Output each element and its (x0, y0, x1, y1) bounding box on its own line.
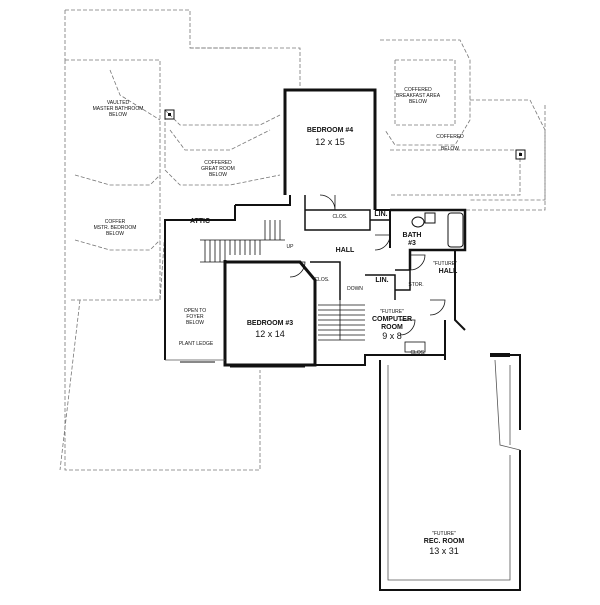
note-coffer-master: COFFER MSTR. BEDROOM BELOW (94, 219, 137, 237)
computer-room-tag: "FUTURE" (380, 309, 404, 315)
svg-text:BELOW: BELOW (106, 231, 124, 237)
rec-room-inner-walls (165, 359, 521, 581)
note-open-foyer: OPEN TO FOYER BELOW (184, 308, 206, 326)
svg-text:GREAT ROOM: GREAT ROOM (201, 166, 235, 172)
bath3-name: BATH (403, 232, 422, 239)
bath3-number: #3 (408, 240, 416, 247)
column-marker (515, 149, 526, 160)
bedroom3-size: 12 x 14 (255, 329, 285, 339)
computer-room-size: 9 x 8 (382, 331, 402, 341)
note-coffered-breakfast: COFFERED BREAKFAST AREA BELOW (396, 87, 441, 105)
column-marker (519, 153, 522, 156)
svg-text:MSTR. BEDROOM: MSTR. BEDROOM (94, 225, 137, 231)
svg-text:MASTER BATHROOM: MASTER BATHROOM (93, 106, 144, 112)
note-plant-ledge: PLANT LEDGE (179, 341, 214, 347)
bedroom4-name: BEDROOM #4 (307, 127, 353, 134)
svg-text:VAULTED: VAULTED (107, 100, 130, 106)
lin-label-top: LIN. (374, 211, 387, 218)
svg-text:BREAKFAST AREA: BREAKFAST AREA (396, 93, 441, 99)
stairs-upper (200, 220, 285, 263)
note-vaulted: VAULTED MASTER BATHROOM BELOW (93, 100, 144, 118)
bath-fixtures (411, 212, 464, 248)
down-label: DOWN (347, 286, 363, 292)
clos-label-top: CLOS. (332, 214, 347, 220)
column-marker (168, 113, 171, 116)
future-hall-name: HALL (439, 268, 458, 275)
svg-text:COFFERED: COFFERED (204, 160, 232, 166)
clos-label-mid: CLOS. (314, 277, 329, 283)
rec-room-tag: "FUTURE" (432, 531, 456, 537)
attic-label: ATTIC (190, 218, 210, 225)
note-coffered-right: COFFERED BELOW (436, 134, 464, 152)
stairs-lower (318, 300, 365, 341)
svg-text:BELOW: BELOW (409, 99, 427, 105)
svg-text:BELOW: BELOW (186, 320, 204, 326)
svg-text:FOYER: FOYER (186, 314, 204, 320)
stor-label: STOR. (408, 282, 423, 288)
svg-text:BELOW: BELOW (441, 146, 459, 152)
bedroom3-name: BEDROOM #3 (247, 320, 293, 327)
rec-room-size: 13 x 31 (429, 546, 459, 556)
svg-text:OPEN TO: OPEN TO (184, 308, 206, 314)
svg-text:COFFERED: COFFERED (436, 134, 464, 140)
note-coffered-great-room: COFFERED GREAT ROOM BELOW (201, 160, 235, 178)
hall-label: HALL (336, 247, 355, 254)
computer-room-name: COMPUTER (372, 316, 412, 323)
svg-text:COFFER: COFFER (105, 219, 126, 225)
clos-label-bottom: CLOS. (410, 350, 425, 356)
svg-text:BELOW: BELOW (209, 172, 227, 178)
svg-text:BELOW: BELOW (109, 112, 127, 118)
bedroom4-size: 12 x 15 (315, 137, 345, 147)
svg-text:COFFERED: COFFERED (404, 87, 432, 93)
windows (180, 89, 355, 368)
rec-room-name: REC. ROOM (424, 538, 465, 545)
future-hall-tag: "FUTURE" (433, 261, 457, 267)
doors (289, 194, 446, 353)
computer-room-name2: ROOM (381, 324, 403, 331)
roof-outline (59, 9, 546, 471)
column-marker (164, 109, 175, 120)
lin-label-mid: LIN. (375, 277, 388, 284)
up-label: UP (287, 244, 295, 250)
